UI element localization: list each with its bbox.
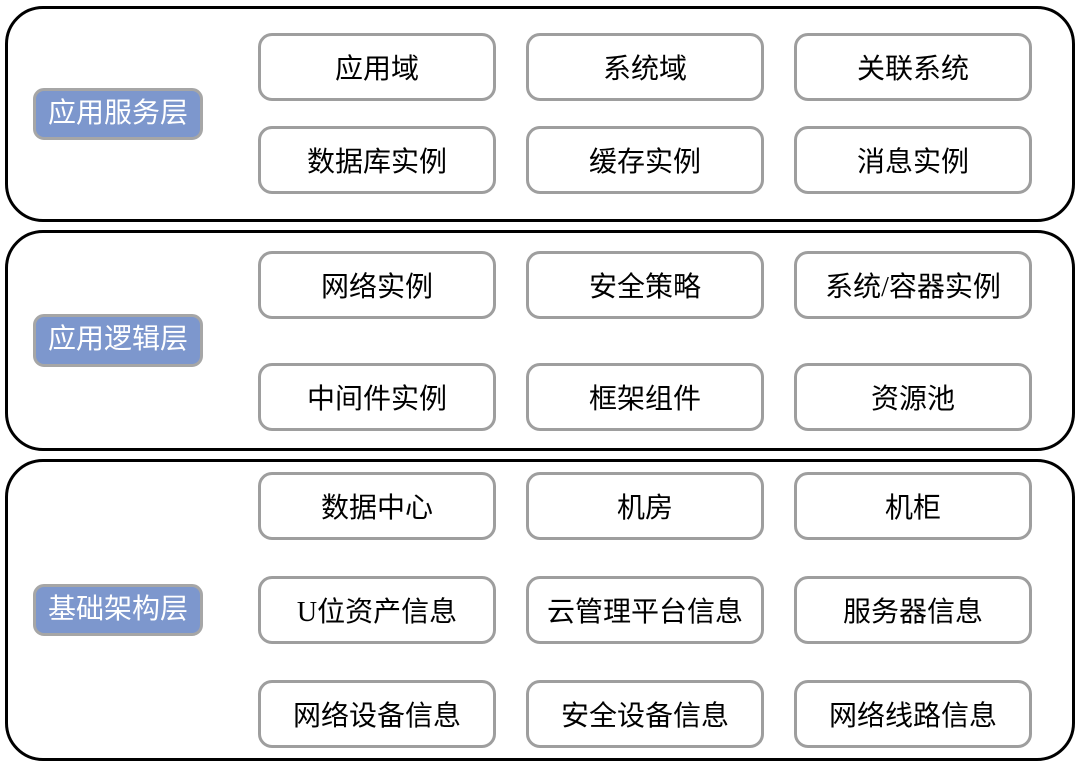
layer-label-application-logic: 应用逻辑层 <box>33 314 204 367</box>
box-data-center: 数据中心 <box>258 472 496 541</box>
layer-application-logic: 应用逻辑层 网络实例 安全策略 系统/容器实例 中间件实例 框架组件 资源池 <box>5 229 1075 452</box>
box-security-device-info: 安全设备信息 <box>526 680 764 749</box>
box-system-domain: 系统域 <box>526 33 764 102</box>
box-cloud-mgmt-platform-info: 云管理平台信息 <box>526 576 764 645</box>
layer-application-service: 应用服务层 应用域 系统域 关联系统 数据库实例 缓存实例 消息实例 <box>5 6 1075 222</box>
box-resource-pool: 资源池 <box>794 362 1032 431</box>
box-cache-instance: 缓存实例 <box>526 126 764 195</box>
box-system-container-instance: 系统/容器实例 <box>794 250 1032 319</box>
box-app-domain: 应用域 <box>258 33 496 102</box>
layer-infrastructure: 基础架构层 数据中心 机房 机柜 U位资产信息 云管理平台信息 服务器信息 网络… <box>5 459 1075 761</box>
layer-label-column: 基础架构层 <box>8 584 258 637</box>
box-message-instance: 消息实例 <box>794 126 1032 195</box>
box-u-position-asset-info: U位资产信息 <box>258 576 496 645</box>
box-server-info: 服务器信息 <box>794 576 1032 645</box>
box-related-systems: 关联系统 <box>794 33 1032 102</box>
box-rack: 机柜 <box>794 472 1032 541</box>
layer-application-logic-grid: 网络实例 安全策略 系统/容器实例 中间件实例 框架组件 资源池 <box>258 250 1032 431</box>
box-middleware-instance: 中间件实例 <box>258 362 496 431</box>
box-database-instance: 数据库实例 <box>258 126 496 195</box>
layer-infrastructure-grid: 数据中心 机房 机柜 U位资产信息 云管理平台信息 服务器信息 网络设备信息 安… <box>258 472 1032 749</box>
box-network-instance: 网络实例 <box>258 250 496 319</box>
box-security-policy: 安全策略 <box>526 250 764 319</box>
layer-label-column: 应用服务层 <box>8 87 258 140</box>
layer-label-application-service: 应用服务层 <box>33 87 204 140</box>
box-network-device-info: 网络设备信息 <box>258 680 496 749</box>
layer-application-service-grid: 应用域 系统域 关联系统 数据库实例 缓存实例 消息实例 <box>258 33 1032 195</box>
box-network-line-info: 网络线路信息 <box>794 680 1032 749</box>
layer-label-infrastructure: 基础架构层 <box>33 584 204 637</box>
layer-label-column: 应用逻辑层 <box>8 314 258 367</box>
box-server-room: 机房 <box>526 472 764 541</box>
box-framework-component: 框架组件 <box>526 362 764 431</box>
